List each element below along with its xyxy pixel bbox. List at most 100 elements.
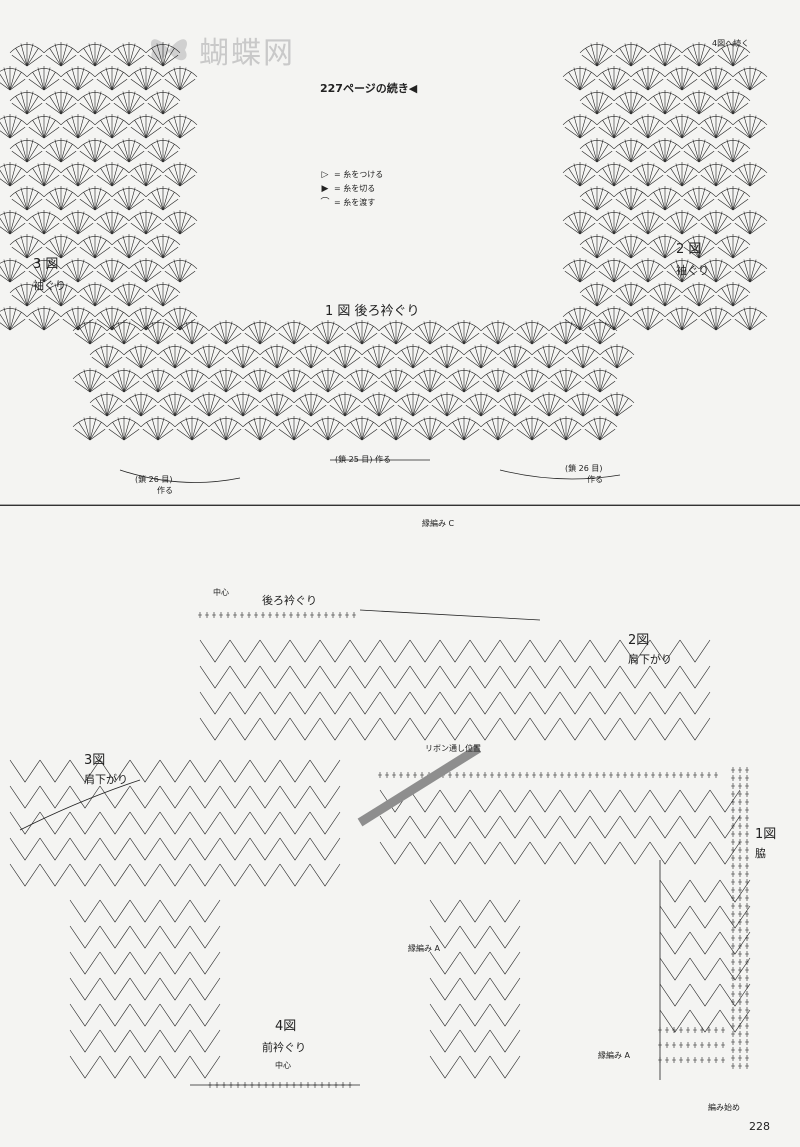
fan-stitch	[346, 380, 363, 393]
legend-item: ⌒ = 糸を渡す	[316, 196, 383, 210]
v-stitch	[249, 785, 281, 809]
fan-stitch	[715, 264, 728, 283]
v-stitch	[439, 789, 471, 813]
fan-stitch	[179, 115, 187, 139]
cross-stitch	[731, 807, 735, 813]
fan-stitch	[452, 374, 465, 393]
v-stitch	[69, 785, 101, 809]
fan-stitch	[54, 187, 62, 211]
fan-arc	[43, 188, 79, 198]
legend-text: = 糸をつける	[334, 170, 384, 179]
cross-stitch	[254, 612, 258, 618]
fan-stitch	[596, 288, 609, 307]
fan-stitch	[180, 326, 193, 345]
fan-stitch	[647, 211, 655, 235]
fan-stitch	[664, 43, 672, 67]
fan-stitch	[653, 144, 666, 163]
fan-stitch	[630, 246, 647, 259]
v-stitch	[159, 863, 191, 887]
fan-stitch	[491, 369, 499, 393]
fan-stitch	[145, 120, 158, 139]
v-stitch	[589, 841, 621, 865]
fan-stitch	[641, 163, 649, 187]
fan-stitch	[593, 321, 601, 345]
fan-stitch	[43, 72, 56, 91]
fan-stitch	[675, 67, 683, 91]
fan-stitch	[550, 428, 567, 441]
cross-stitch	[303, 612, 307, 618]
fan-stitch	[548, 398, 561, 417]
fan-arc	[681, 236, 717, 246]
fan-stitch	[582, 404, 599, 417]
fan-stitch	[111, 312, 124, 331]
fan-arc	[531, 346, 567, 356]
fan-stitch	[743, 307, 751, 331]
cross-stitch	[745, 975, 749, 981]
fan-stitch	[26, 144, 39, 163]
fan-stitch	[384, 422, 397, 441]
fan-stitch	[310, 398, 323, 417]
v-stitch	[719, 931, 751, 955]
fan-stitch	[117, 240, 130, 259]
fan-stitch	[128, 102, 145, 115]
v-stitch	[189, 899, 221, 923]
cross-stitch	[700, 1042, 704, 1048]
v-stitch	[709, 815, 741, 839]
cross-stitch	[679, 772, 683, 778]
fan-stitch	[15, 288, 28, 307]
fan-stitch	[602, 120, 615, 139]
v-stitch	[69, 925, 101, 949]
fan-stitch	[157, 428, 174, 441]
fan-stitch	[270, 345, 278, 369]
cross-stitch	[745, 911, 749, 917]
fan-stitch	[253, 321, 261, 345]
fan-stitch	[174, 345, 182, 369]
cross-stitch	[413, 772, 417, 778]
v-stitch	[649, 665, 681, 689]
fan-stitch	[486, 326, 499, 345]
v-stitch	[99, 837, 131, 861]
cross-stitch	[714, 1027, 718, 1033]
fan-stitch	[62, 270, 79, 283]
fan-stitch	[647, 312, 660, 331]
fan-arc	[174, 418, 210, 428]
fan-stitch	[106, 404, 123, 417]
fan-stitch	[173, 259, 181, 283]
fan-stitch	[423, 417, 431, 441]
cross-stitch	[385, 772, 389, 778]
fan-stitch	[579, 312, 592, 331]
v-stitch	[219, 837, 251, 861]
v-stitch	[199, 691, 231, 715]
fan-stitch	[457, 369, 465, 393]
fan-stitch	[610, 345, 618, 369]
fan-stitch	[26, 235, 34, 259]
fan-stitch	[94, 187, 102, 211]
fan-stitch	[573, 163, 581, 187]
continued-label: 227ページの続き◀	[320, 82, 418, 95]
fan-stitch	[590, 235, 598, 259]
chain-left-label: (鎖 26 目)	[135, 475, 173, 484]
fan-stitch	[579, 67, 587, 91]
fan-stitch	[117, 48, 130, 67]
fan-stitch	[624, 43, 632, 67]
cross-stitch	[518, 772, 522, 778]
fan-stitch	[193, 404, 210, 417]
fan-arc	[310, 370, 346, 380]
fan-stitch	[225, 374, 238, 393]
fan-stitch	[9, 168, 22, 187]
fan-stitch	[128, 198, 145, 211]
fan-arc	[647, 44, 683, 54]
fan-stitch	[208, 356, 225, 369]
fan-stitch	[191, 380, 208, 393]
fan-stitch	[531, 369, 539, 393]
fan-stitch	[542, 393, 550, 417]
fan-stitch	[191, 369, 199, 393]
v-stitch	[99, 785, 131, 809]
fan-arc	[565, 394, 601, 404]
v-stitch	[679, 665, 711, 689]
fan-stitch	[363, 404, 380, 417]
fan-stitch	[514, 393, 522, 417]
fan-stitch	[732, 102, 749, 115]
v-stitch	[589, 815, 621, 839]
fan-stitch	[145, 163, 153, 187]
